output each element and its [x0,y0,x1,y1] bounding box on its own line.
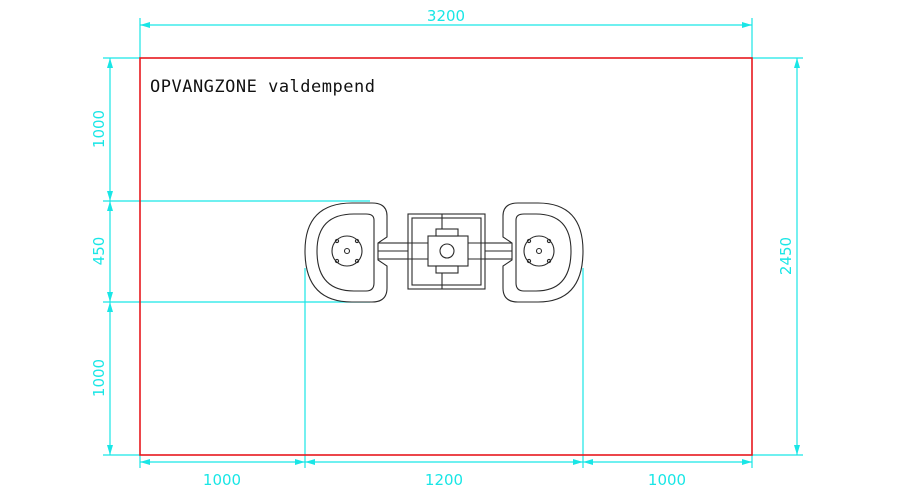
arrow-left-5 [107,302,113,312]
left-bolt-4 [354,258,360,264]
safety-zone-border [139,57,753,456]
arrow-top-left [140,22,150,28]
left-seat-inner [316,213,375,292]
arrow-top-right [742,22,752,28]
dim-text-left-upper: 1000 [90,110,108,148]
right-bolt-1 [526,238,532,244]
arrow-bottom-1 [140,459,150,465]
arrow-left-6 [107,445,113,455]
pivot-cap-top [435,228,459,237]
arrow-bottom-3 [305,459,315,465]
right-spring-center [535,247,543,255]
left-spring-plate [331,235,363,267]
right-bolt-4 [546,258,552,264]
arrow-left-3 [107,201,113,211]
arrow-bottom-4 [573,459,583,465]
dim-text-left-middle: 450 [90,237,108,266]
dim-text-bottom-left: 1000 [203,471,241,489]
arrow-right-top [794,58,800,68]
arrow-left-1 [107,58,113,68]
arrow-bottom-6 [742,459,752,465]
pivot-bolt [439,243,455,259]
equipment-seesaw [304,202,584,303]
right-seat-outer [502,202,584,303]
right-spring-plate [523,235,555,267]
arrow-left-4 [107,292,113,302]
dimension-lines [103,18,803,468]
arrow-left-2 [107,191,113,201]
right-bolt-2 [546,238,552,244]
arrow-bottom-5 [583,459,593,465]
left-seat-outer [304,202,388,303]
dim-text-left-lower: 1000 [90,359,108,397]
center-base-inner [411,217,482,286]
left-bolt-3 [334,258,340,264]
right-bolt-3 [526,258,532,264]
left-spring-center [343,247,351,255]
dim-text-right-height: 2450 [777,237,795,275]
right-seat-inner [515,213,572,292]
left-bolt-1 [334,238,340,244]
pivot-cap-bottom [435,265,459,274]
dim-text-bottom-middle: 1200 [425,471,463,489]
arrow-bottom-2 [295,459,305,465]
dim-text-top-width: 3200 [427,7,465,25]
left-bolt-2 [354,238,360,244]
zone-label: OPVANGZONE valdempend [150,77,375,97]
dim-text-bottom-right: 1000 [648,471,686,489]
arrow-right-bottom [794,445,800,455]
